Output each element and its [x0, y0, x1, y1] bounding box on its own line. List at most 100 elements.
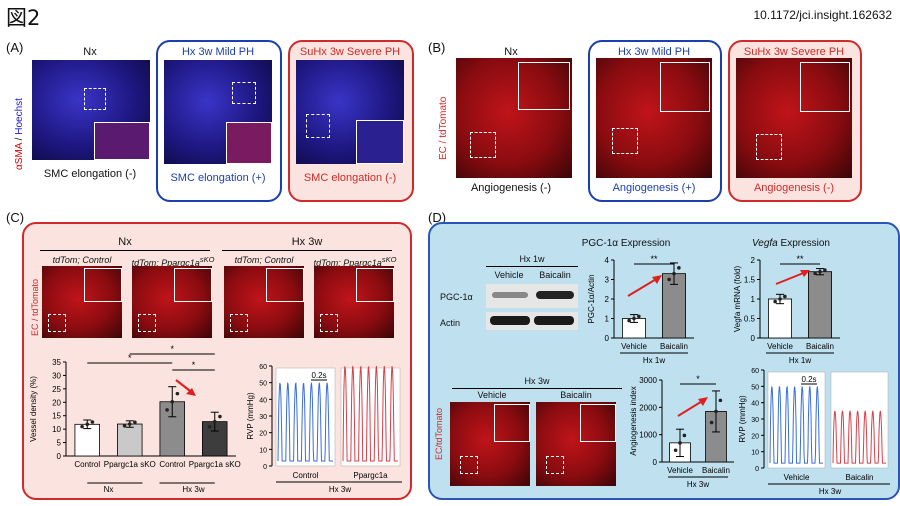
data-point — [682, 433, 687, 438]
data-point — [672, 271, 676, 276]
y-tick-label: 0 — [57, 452, 62, 461]
y-tick-label: 1 — [605, 315, 610, 324]
trace-label: Ppargc1a — [353, 471, 388, 480]
y-axis-label: PGC-1α/Actin — [587, 274, 596, 323]
y-tick-label: 50 — [259, 381, 267, 388]
blot-condition: Hx 1w — [519, 254, 545, 264]
y-tick-label: 3000 — [639, 376, 657, 385]
y-axis-label: Vegfa mRNA (fold) — [733, 266, 742, 333]
img-col-vehicle: Vehicle — [477, 390, 507, 400]
panel-b-label: (B) — [428, 40, 446, 55]
group-label: Nx — [104, 485, 114, 494]
data-point — [637, 314, 641, 319]
y-tick-label: 15 — [52, 412, 61, 421]
red-arrow-head — [800, 270, 810, 277]
blot-actin-strip — [486, 312, 578, 330]
group-label: Hx 1w — [643, 356, 665, 365]
panel-c-group-nx: Nx — [118, 236, 132, 248]
y-tick-label: 10 — [52, 425, 61, 434]
red-arrow-head — [652, 275, 662, 284]
y-tick-label: 0 — [263, 464, 267, 471]
red-arrow — [677, 399, 705, 417]
panel-b-caption-suhx: Angiogenesis (-) — [753, 182, 835, 194]
panel-b-col-nx: Nx — [504, 46, 518, 58]
x-tick-label: Control — [159, 460, 185, 469]
trace-label: Baicalin — [845, 473, 873, 482]
blot-pgc-strip — [486, 284, 578, 308]
blot-col-vehicle: Vehicle — [494, 270, 524, 280]
data-point — [175, 391, 180, 396]
data-point — [165, 408, 169, 412]
panel-b-box-hx — [588, 40, 722, 202]
panel-c-ylabel: EC / tdTomato — [30, 278, 40, 336]
img-condition: Hx 3w — [524, 376, 550, 386]
data-point — [718, 398, 723, 403]
red-arrow — [627, 277, 659, 297]
data-point — [773, 299, 777, 304]
y-tick-label: 5 — [57, 439, 62, 448]
pressure-trace — [277, 382, 333, 462]
data-point — [709, 420, 714, 425]
y-tick-label: 3 — [605, 276, 610, 285]
significance-label: * — [696, 374, 700, 384]
scale-bar-label: 0.2s — [311, 371, 326, 380]
panel-b-ylabel: EC / tdTomato — [438, 96, 449, 160]
panel-b-col-suhx: SuHx 3w Severe PH — [743, 46, 845, 58]
bar — [74, 423, 100, 457]
pressure-trace — [342, 365, 398, 462]
data-point — [627, 318, 631, 323]
bar — [117, 423, 143, 457]
panel-a-image-suhx — [296, 60, 404, 164]
pressure-trace — [832, 410, 886, 464]
data-point — [218, 414, 222, 419]
x-tick-label: Control — [74, 460, 100, 469]
data-point — [127, 422, 132, 426]
y-tick-label: 20 — [751, 433, 759, 440]
group-label: Hx 3w — [182, 485, 204, 494]
y-tick-label: 30 — [751, 417, 759, 424]
group-label: Hx 3w — [687, 480, 709, 489]
group-label: Hx 1w — [789, 356, 811, 365]
y-tick-label: 50 — [751, 384, 759, 391]
pgc-expression-title: PGC-1α Expression — [581, 238, 671, 249]
data-point — [80, 424, 84, 429]
data-point — [85, 422, 90, 427]
y-axis-label: Angiogenesis index — [629, 386, 638, 455]
panel-a-image-nx — [32, 60, 150, 160]
data-point — [818, 269, 822, 274]
data-point — [673, 448, 678, 453]
y-tick-label: 1 — [751, 295, 756, 304]
panel-a-box-hx — [156, 40, 282, 202]
y-tick-label: 0.5 — [744, 315, 756, 324]
significance-label: ** — [796, 254, 804, 264]
y-tick-label: 40 — [259, 397, 267, 404]
scale-bar-label: 0.2s — [801, 375, 816, 384]
trace-label: Vehicle — [784, 473, 810, 482]
panel-c-image-3 — [224, 266, 304, 338]
data-point — [122, 423, 127, 428]
data-point — [632, 316, 636, 321]
trace-label: Control — [293, 471, 319, 480]
y-tick-label: 2000 — [639, 403, 657, 412]
y-tick-label: 60 — [259, 364, 267, 371]
y-tick-label: 10 — [751, 450, 759, 457]
blot-row-pgc: PGC-1α — [440, 292, 473, 302]
data-point — [714, 409, 718, 414]
data-point — [170, 399, 175, 404]
y-tick-label: 20 — [52, 398, 61, 407]
panel-c-img-title-3: tdTom; Control — [234, 255, 294, 265]
panel-a-label: (A) — [6, 40, 24, 55]
x-tick-label: Baicalin — [806, 342, 834, 351]
blot-condition-line — [486, 266, 578, 267]
y-tick-label: 0 — [605, 334, 610, 343]
red-arrow-head — [698, 397, 708, 406]
panel-a-caption-suhx: SMC elongation (-) — [303, 172, 397, 184]
y-tick-label: 0 — [751, 334, 756, 343]
y-tick-label: 0 — [755, 466, 759, 473]
data-point — [813, 271, 817, 276]
panel-d-label: (D) — [428, 210, 447, 225]
panel-b-image-nx — [456, 58, 572, 178]
